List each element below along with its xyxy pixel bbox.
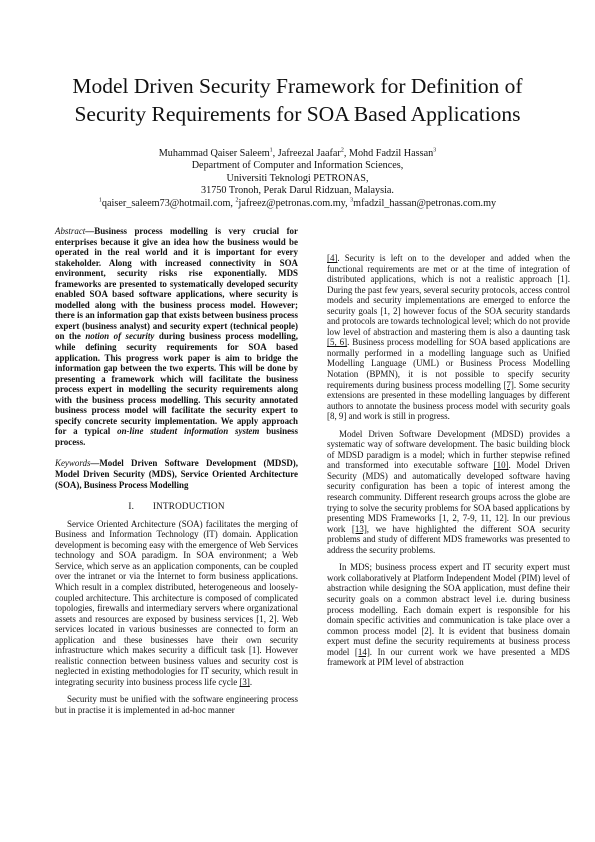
section-heading-introduction: I. INTRODUCTION	[128, 501, 225, 512]
body-paragraph: Security must be unified with the softwa…	[55, 694, 298, 715]
author-address: 31750 Tronoh, Perak Darul Ridzuan, Malay…	[201, 185, 394, 197]
author-name: Jafreezal Jaafar	[277, 148, 341, 159]
author-email: mfadzil_hassan@petronas.com.my	[353, 197, 497, 209]
citation-link[interactable]: [5, 6]	[327, 337, 348, 348]
author-university: Universiti Teknologi PETRONAS,	[226, 172, 369, 184]
body-paragraph: [4]. Security is left on to the develope…	[327, 253, 571, 422]
citation-link[interactable]: [14]	[354, 646, 370, 657]
author-name: Mohd Fadzil Hassan	[348, 148, 434, 159]
author-department: Department of Computer and Information S…	[191, 160, 404, 172]
author-names: Muhammad Qaiser Saleem1, Jafreezal Jaafa…	[158, 147, 437, 159]
author-email: qaiser_saleem73@hotmail.com	[101, 197, 231, 209]
author-emails: 1qaiser_saleem73@hotmail.com, 2jafreez@p…	[98, 197, 497, 209]
author-name: Muhammad Qaiser Saleem	[158, 148, 270, 159]
body-paragraph: Model Driven Software Development (MDSD)…	[327, 428, 571, 555]
citation-link[interactable]: [7]	[503, 379, 514, 390]
keywords-paragraph: Keywords—Model Driven Software Developme…	[55, 458, 298, 490]
body-paragraph: Service Oriented Architecture (SOA) faci…	[55, 518, 298, 687]
author-block: Muhammad Qaiser Saleem1, Jafreezal Jaafa…	[40, 148, 555, 210]
author-email: jafreez@petronas.com.my	[238, 197, 346, 209]
citation-link[interactable]: [3]	[239, 676, 250, 687]
citation-link[interactable]: [4]	[327, 253, 338, 263]
right-column: [4]. Security is left on to the develope…	[327, 253, 570, 668]
left-column: Abstract—Business process modelling is v…	[55, 226, 298, 716]
abstract-label: Abstract	[55, 226, 86, 236]
abstract-paragraph: Abstract—Business process modelling is v…	[55, 226, 299, 447]
body-paragraph: In MDS; business process expert and IT s…	[327, 562, 570, 668]
keywords-label: Keywords	[55, 458, 91, 469]
citation-link[interactable]: [10]	[493, 460, 509, 471]
citation-link[interactable]: [13]	[351, 523, 367, 534]
paper-title: Model Driven Security Framework for Defi…	[72, 74, 523, 126]
